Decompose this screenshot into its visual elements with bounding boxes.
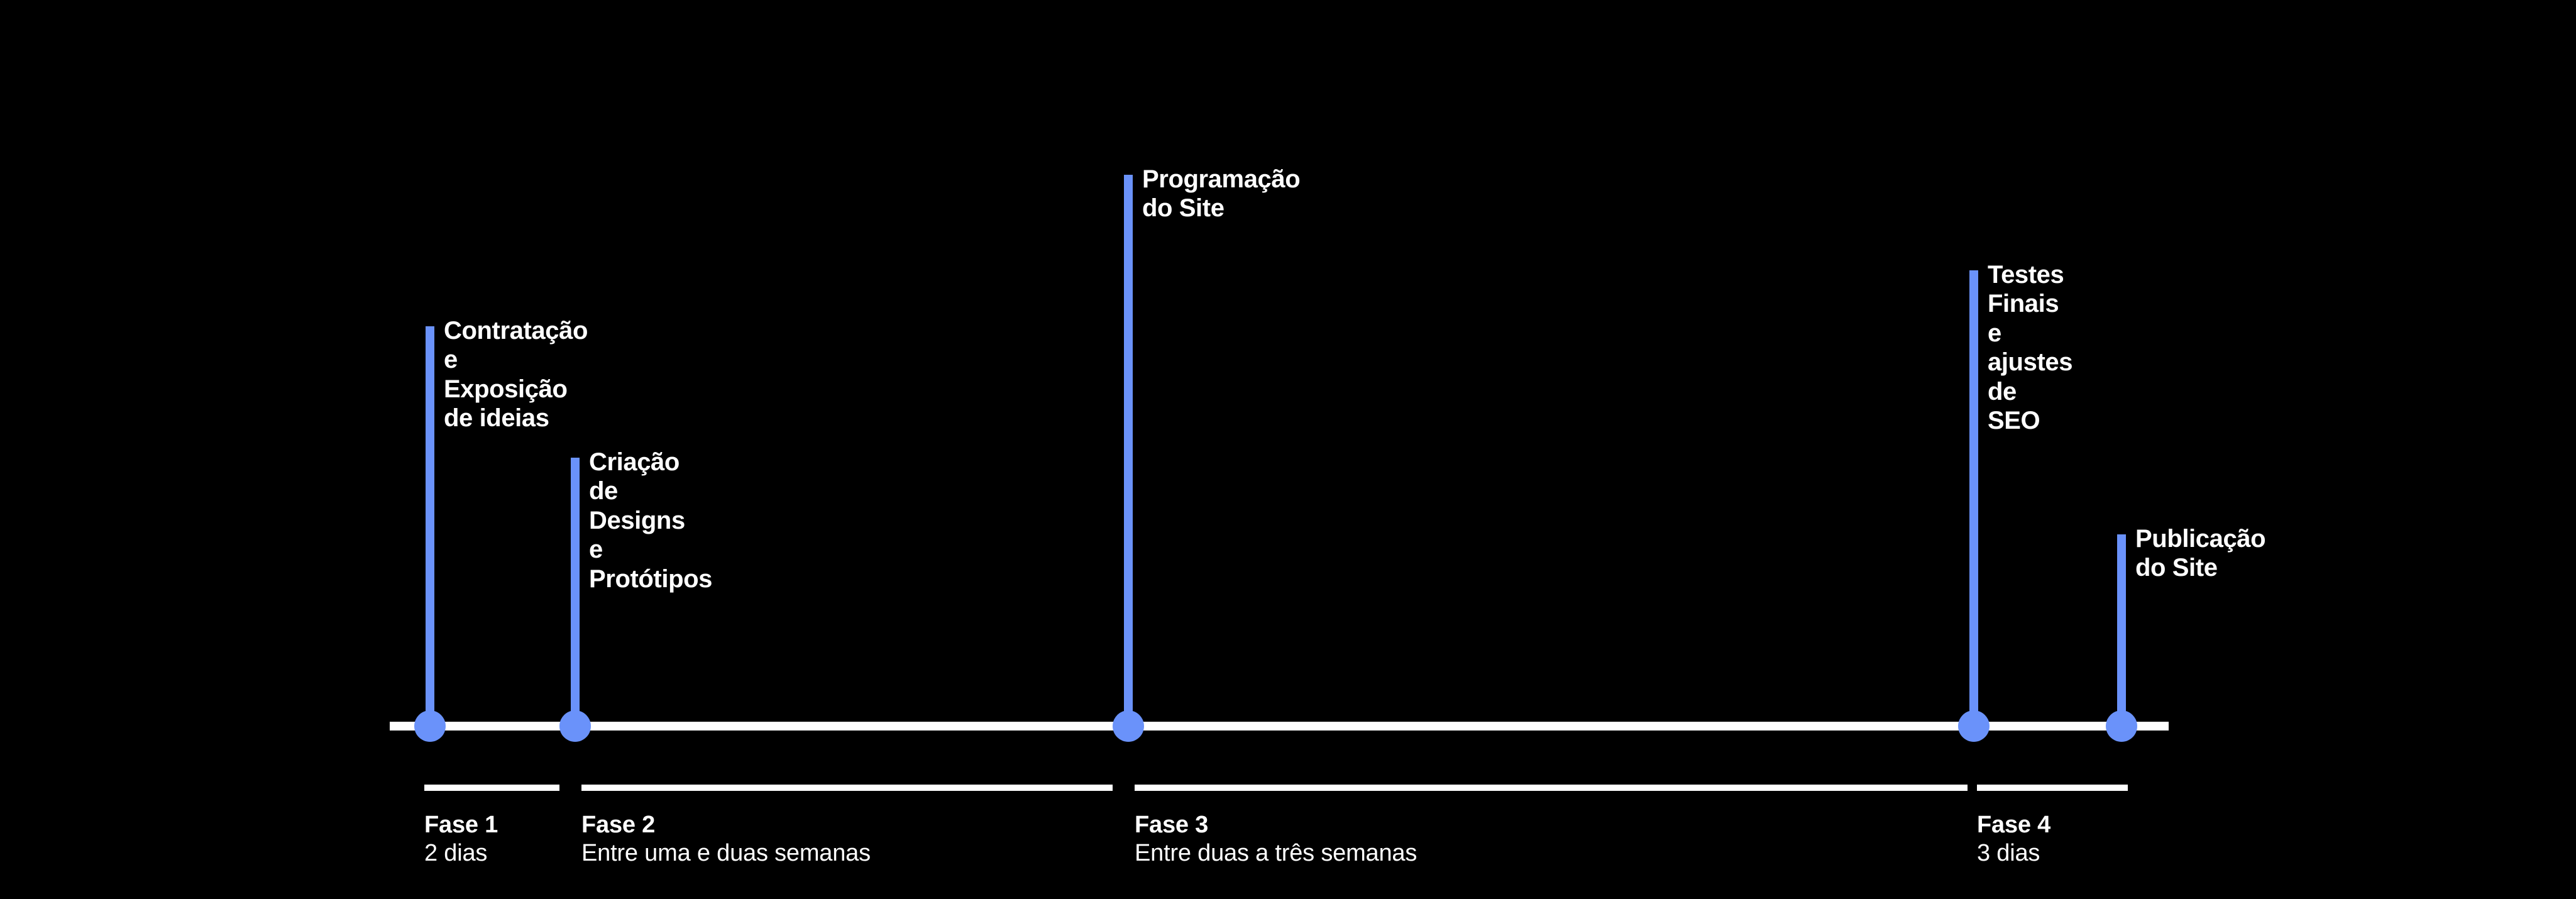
phase-name: Fase 1 bbox=[424, 812, 498, 838]
milestone-label: Testes Finais e ajustes de SEO bbox=[1988, 261, 2073, 434]
phase-name: Fase 3 bbox=[1135, 812, 1209, 838]
phase-4: Fase 4 3 dias bbox=[1977, 811, 2050, 868]
phase-bar-2 bbox=[581, 785, 1113, 791]
phase-duration: Entre duas a três semanas bbox=[1135, 839, 1417, 866]
phase-bar-1 bbox=[424, 785, 559, 791]
phase-duration: 3 dias bbox=[1977, 839, 2040, 866]
phase-bar-3 bbox=[1135, 785, 1968, 791]
phase-1: Fase 1 2 dias bbox=[424, 811, 498, 868]
milestone-dot[interactable] bbox=[1958, 710, 1990, 742]
milestone-dot[interactable] bbox=[559, 710, 591, 742]
phase-2: Fase 2 Entre uma e duas semanas bbox=[581, 811, 871, 868]
phase-3: Fase 3 Entre duas a três semanas bbox=[1135, 811, 1417, 868]
milestone-dot[interactable] bbox=[414, 710, 446, 742]
phase-duration: Entre uma e duas semanas bbox=[581, 839, 871, 866]
milestone-stem bbox=[1969, 270, 1978, 726]
phase-name: Fase 4 bbox=[1977, 812, 2051, 838]
milestone-stem bbox=[571, 458, 580, 726]
milestone-stem bbox=[1124, 175, 1133, 726]
milestone-stem bbox=[2117, 534, 2126, 726]
phase-duration: 2 dias bbox=[424, 839, 488, 866]
phase-bar-4 bbox=[1977, 785, 2128, 791]
milestone-label: Programação do Site bbox=[1142, 165, 1301, 223]
milestone-stem bbox=[426, 326, 434, 726]
milestone-dot[interactable] bbox=[1113, 710, 1144, 742]
milestone-dot[interactable] bbox=[2106, 710, 2137, 742]
milestone-label: Criação de Designs e Protótipos bbox=[589, 448, 712, 593]
milestone-label: Publicação do Site bbox=[2135, 525, 2266, 582]
phase-name: Fase 2 bbox=[581, 812, 656, 838]
timeline-axis bbox=[390, 722, 2169, 731]
milestone-label: Contratação e Exposição de ideias bbox=[444, 317, 588, 433]
